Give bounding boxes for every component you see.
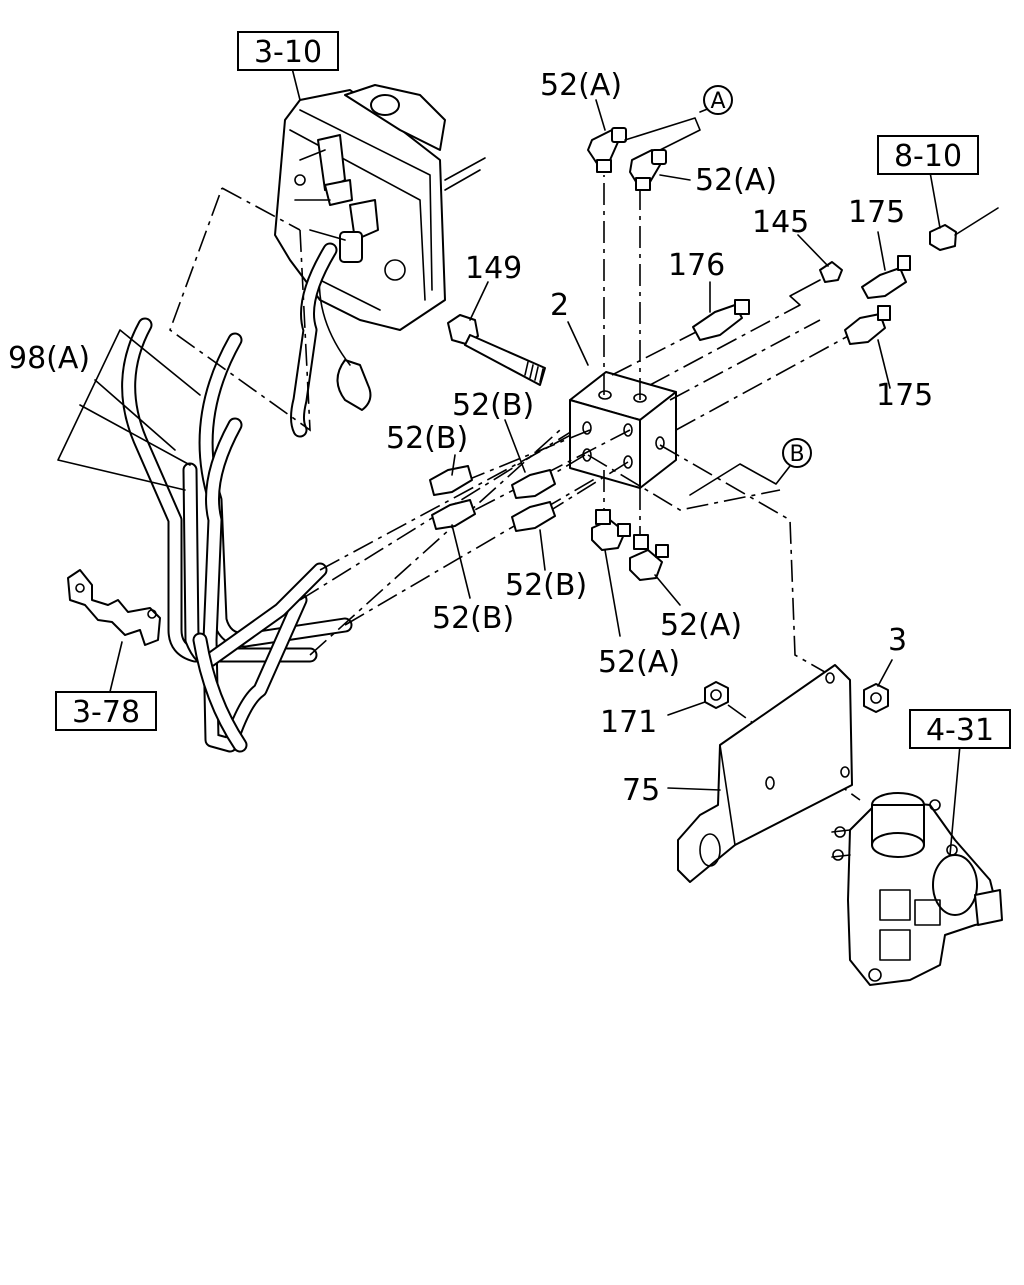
callout-52b-a: 52(B): [452, 388, 534, 423]
pressure-switches: [692, 207, 999, 345]
bolt-149: [447, 314, 546, 386]
callout-52b-b: 52(B): [386, 421, 468, 456]
ref-box-3-10: 3-10: [237, 31, 339, 71]
ref-label-3-10: 3-10: [254, 35, 322, 70]
callout-149: 149: [465, 251, 522, 286]
steering-gear: [831, 792, 1003, 986]
callout-2: 2: [550, 288, 569, 323]
callout-52a-top: 52(A): [540, 68, 622, 103]
callout-52b-d: 52(B): [432, 601, 514, 636]
pipe-clamp: [67, 569, 161, 701]
elbow-fittings-52a: [587, 127, 669, 581]
callout-52a-d: 52(A): [598, 645, 680, 680]
ref-box-4-31: 4-31: [909, 709, 1011, 749]
callout-98a: 98(A): [8, 341, 90, 376]
bracket-75: [677, 664, 853, 883]
callout-52b-c: 52(B): [505, 568, 587, 603]
callout-75: 75: [622, 773, 660, 808]
marker-a-label: A: [710, 89, 725, 114]
marker-b: B: [782, 438, 812, 468]
callout-52a-right: 52(A): [695, 163, 777, 198]
callout-3: 3: [888, 623, 907, 658]
callout-52a-c: 52(A): [660, 608, 742, 643]
callout-176: 176: [668, 248, 725, 283]
straight-fittings-52b: [429, 465, 556, 532]
callout-145: 145: [752, 205, 809, 240]
callout-175-bottom: 175: [876, 378, 933, 413]
callout-171: 171: [600, 705, 657, 740]
leader-98a: [57, 329, 201, 491]
brake-pipes: [121, 242, 353, 753]
callout-175-top: 175: [848, 195, 905, 230]
callout-labels: 52(A) 52(A) 145 175 176 149 2 98(A) 52(B…: [8, 68, 933, 808]
ref-label-3-78: 3-78: [72, 695, 140, 730]
junction-block: [569, 371, 677, 489]
ref-label-8-10: 8-10: [894, 139, 962, 174]
marker-a: A: [703, 85, 733, 115]
ref-box-8-10: 8-10: [877, 135, 979, 175]
ref-label-4-31: 4-31: [926, 713, 994, 748]
marker-b-label: B: [789, 442, 804, 467]
ref-box-3-78: 3-78: [55, 691, 157, 731]
